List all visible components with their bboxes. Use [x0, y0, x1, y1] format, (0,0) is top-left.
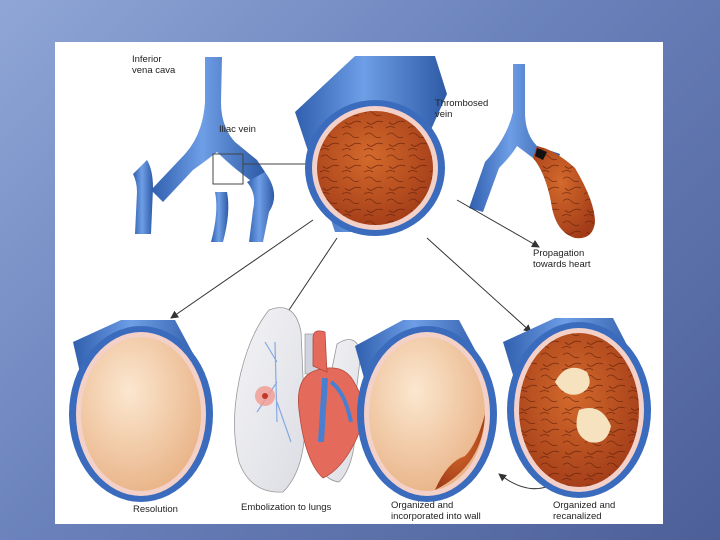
label-iliac-vein: Iliac vein: [219, 124, 256, 135]
label-embolization: Embolization to lungs: [241, 502, 331, 513]
label-resolution: Resolution: [133, 504, 178, 515]
vena-cava-illustration: [133, 57, 313, 242]
propagating-clot-illustration: [469, 64, 595, 238]
lungs-heart-illustration: [234, 308, 363, 492]
label-inferior-vena-cava: Inferior vena cava: [132, 54, 175, 76]
diagram-panel: Inferior vena cava Iliac vein Thrombosed…: [55, 42, 663, 524]
thrombus-fate-diagram: [55, 42, 663, 524]
label-propagation: Propagation towards heart: [533, 248, 591, 270]
organized-incorporated-illustration: [355, 320, 497, 502]
label-organized-incorporated: Organized and incorporated into wall: [391, 500, 481, 522]
organized-recanalized-illustration: [503, 318, 651, 498]
label-thrombosed-vein: Thrombosed vein: [435, 98, 488, 120]
label-organized-recanalized: Organized and recanalized: [553, 500, 615, 522]
resolution-illustration: [69, 320, 213, 502]
thrombosed-vein-illustration: [295, 56, 447, 236]
